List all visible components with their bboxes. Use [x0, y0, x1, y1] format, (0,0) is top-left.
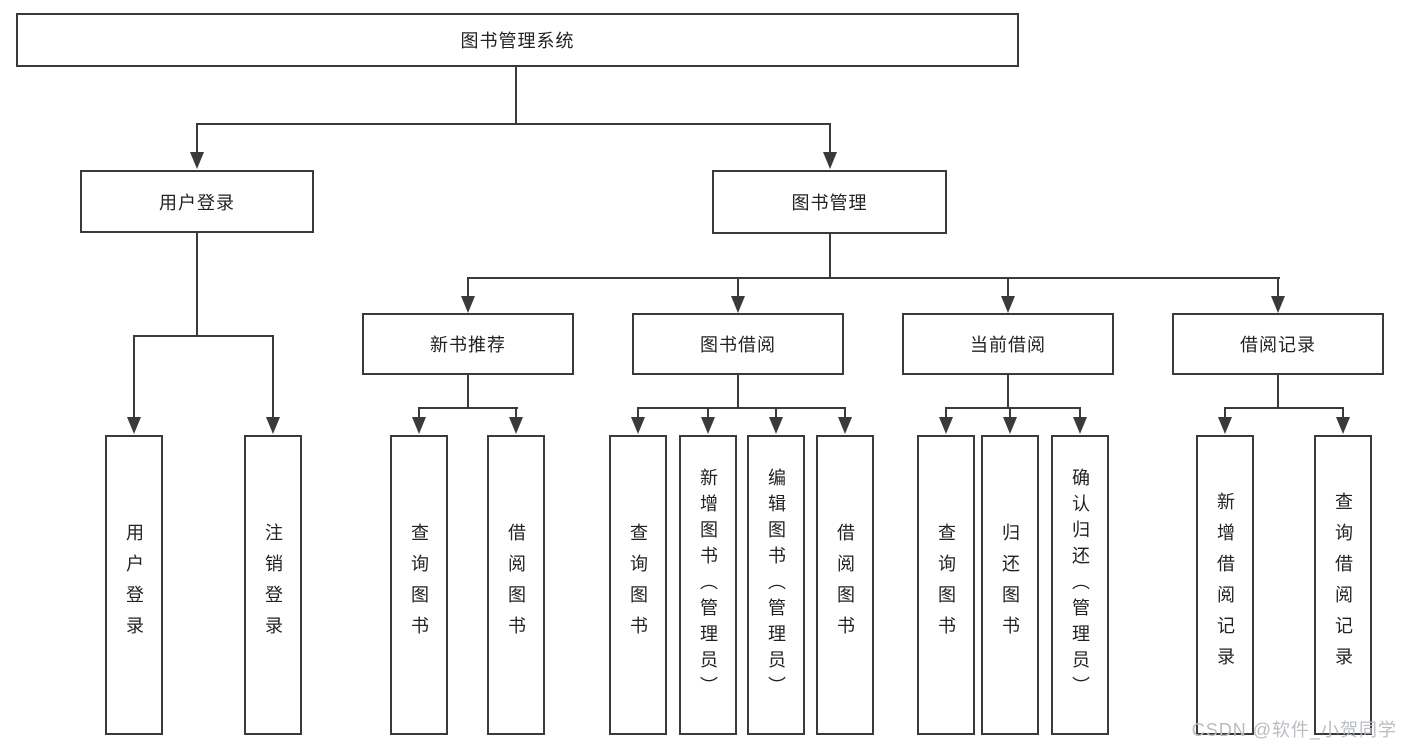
leaf-user-login: 用户登录	[105, 435, 163, 735]
leaf-add-book-admin: 新增图书（管理员）	[679, 435, 737, 735]
connector-line	[737, 278, 739, 298]
node-book-management: 图书管理	[712, 170, 947, 234]
connector-line	[737, 375, 739, 408]
arrowhead-down-icon	[1001, 296, 1015, 313]
node-user-login: 用户登录	[80, 170, 314, 233]
connector-line	[1224, 408, 1226, 419]
connector-line	[1277, 375, 1279, 408]
node-label: 用户登录	[159, 192, 235, 213]
connector-line	[637, 407, 846, 409]
leaf-confirm-return-admin: 确认归还（管理员）	[1051, 435, 1109, 735]
connector-line	[637, 408, 639, 419]
node-label: 图书管理系统	[460, 31, 575, 51]
connector-line	[467, 375, 469, 408]
leaf-label: 新增借阅记录	[1215, 492, 1235, 678]
connector-line	[196, 123, 831, 125]
leaf-label: 借阅图书	[835, 523, 855, 647]
connector-line	[945, 407, 1081, 409]
leaf-label: 新增图书（管理员）	[698, 468, 718, 702]
arrowhead-down-icon	[823, 152, 837, 169]
leaf-add-borrow-record: 新增借阅记录	[1196, 435, 1254, 735]
leaf-borrow-books: 借阅图书	[816, 435, 874, 735]
arrowhead-down-icon	[190, 152, 204, 169]
arrowhead-down-icon	[127, 417, 141, 434]
leaf-label: 查询图书	[409, 523, 429, 647]
connector-line	[418, 408, 420, 419]
arrowhead-down-icon	[631, 417, 645, 434]
connector-line	[467, 278, 469, 298]
arrowhead-down-icon	[701, 417, 715, 434]
connector-line	[1277, 278, 1279, 298]
connector-line	[133, 335, 274, 337]
connector-line	[133, 336, 135, 418]
connector-line	[707, 408, 709, 419]
node-library-management-system: 图书管理系统	[16, 13, 1019, 67]
leaf-query-books-current: 查询图书	[917, 435, 975, 735]
node-label: 新书推荐	[430, 335, 506, 355]
connector-line	[196, 124, 198, 154]
leaf-logout: 注销登录	[244, 435, 302, 735]
leaf-label: 借阅图书	[506, 523, 526, 647]
connector-line	[515, 408, 517, 419]
connector-line	[1009, 408, 1011, 419]
connector-line	[945, 408, 947, 419]
arrowhead-down-icon	[461, 296, 475, 313]
node-label: 图书借阅	[700, 335, 776, 355]
connector-line	[775, 408, 777, 419]
arrowhead-down-icon	[731, 296, 745, 313]
node-borrow-records: 借阅记录	[1172, 313, 1384, 375]
connector-line	[418, 407, 518, 409]
leaf-label: 归还图书	[1000, 523, 1020, 647]
arrowhead-down-icon	[769, 417, 783, 434]
connector-line	[829, 234, 831, 278]
leaf-label: 查询借阅记录	[1333, 492, 1353, 678]
leaf-label: 确认归还（管理员）	[1070, 468, 1090, 702]
arrowhead-down-icon	[1336, 417, 1350, 434]
leaf-label: 编辑图书（管理员）	[766, 468, 786, 702]
connector-line	[515, 67, 517, 124]
leaf-label: 注销登录	[263, 523, 283, 647]
arrowhead-down-icon	[509, 417, 523, 434]
node-current-borrow: 当前借阅	[902, 313, 1114, 375]
arrowhead-down-icon	[939, 417, 953, 434]
leaf-borrow-books-recommend: 借阅图书	[487, 435, 545, 735]
connector-line	[1007, 375, 1009, 408]
arrowhead-down-icon	[1218, 417, 1232, 434]
node-label: 当前借阅	[970, 335, 1046, 355]
node-label: 图书管理	[791, 193, 868, 213]
leaf-query-books-recommend: 查询图书	[390, 435, 448, 735]
leaf-edit-book-admin: 编辑图书（管理员）	[747, 435, 805, 735]
leaf-label: 查询图书	[936, 523, 956, 647]
leaf-label: 用户登录	[124, 523, 144, 647]
arrowhead-down-icon	[838, 417, 852, 434]
leaf-query-books-borrow: 查询图书	[609, 435, 667, 735]
arrowhead-down-icon	[412, 417, 426, 434]
connector-line	[196, 233, 198, 336]
node-book-borrow: 图书借阅	[632, 313, 844, 375]
arrowhead-down-icon	[1073, 417, 1087, 434]
node-new-book-recommend: 新书推荐	[362, 313, 574, 375]
connector-line	[829, 124, 831, 154]
connector-line	[1007, 278, 1009, 298]
watermark: CSDN @软件_小贺同学	[1191, 720, 1397, 740]
node-label: 借阅记录	[1240, 335, 1316, 355]
connector-line	[1079, 408, 1081, 419]
connector-line	[844, 408, 846, 419]
arrowhead-down-icon	[266, 417, 280, 434]
connector-line	[1224, 407, 1344, 409]
leaf-label: 查询图书	[628, 523, 648, 647]
connector-line	[467, 277, 1280, 279]
arrowhead-down-icon	[1271, 296, 1285, 313]
connector-line	[272, 336, 274, 418]
leaf-return-books: 归还图书	[981, 435, 1039, 735]
connector-line	[1342, 408, 1344, 419]
arrowhead-down-icon	[1003, 417, 1017, 434]
leaf-query-borrow-record: 查询借阅记录	[1314, 435, 1372, 735]
